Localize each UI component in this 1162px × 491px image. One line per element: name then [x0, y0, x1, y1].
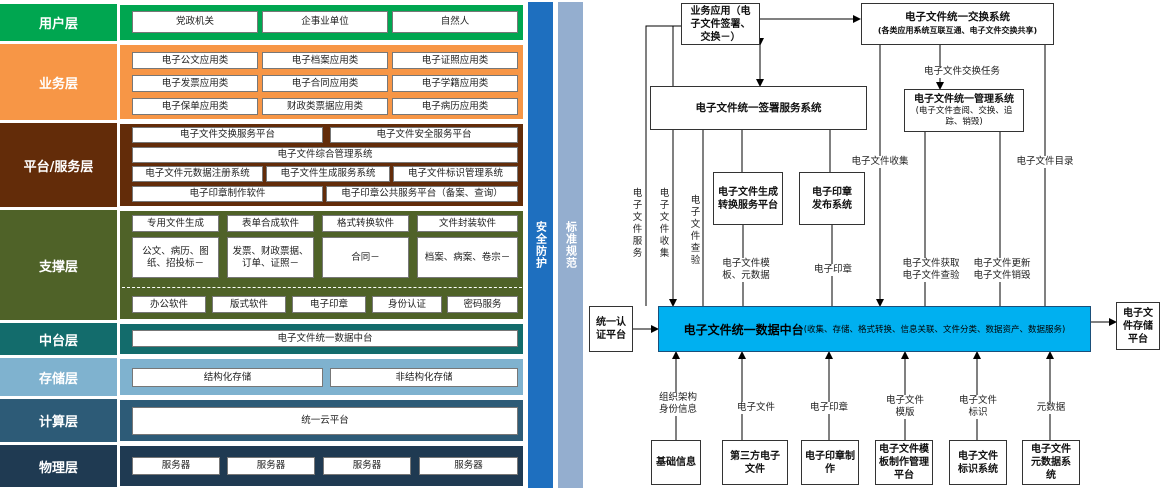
support-bottom-item: 版式软件	[212, 296, 286, 313]
storage-platform-box: 电子文件存储平台	[1116, 302, 1160, 350]
support-top-item: 专用文件生成	[132, 215, 219, 232]
update-destroy-label: 电子文件更新 电子文件销毁	[967, 258, 1037, 282]
support-top-item: 表单合成软件	[227, 215, 314, 232]
business-item: 电子学籍应用类	[392, 75, 518, 92]
compute-item: 统一云平台	[132, 407, 518, 435]
business-item: 电子公文应用类	[132, 52, 258, 69]
physical-item: 服务器	[132, 457, 220, 475]
business-item: 电子病历应用类	[392, 98, 518, 115]
support-bottom-item: 电子印章	[292, 296, 366, 313]
bottom-box: 电子文件标识系统	[949, 440, 1007, 485]
auth-platform-box: 统一认证平台	[589, 306, 633, 352]
storage-item: 非结构化存储	[330, 368, 518, 387]
platform-item: 电子文件元数据注册系统	[132, 166, 263, 182]
bottom-label: 元数据	[1030, 402, 1072, 414]
support-divider	[122, 287, 522, 288]
physical-item: 服务器	[419, 457, 518, 475]
collect-label: 电子文件收集	[845, 156, 915, 168]
layer-label-middle: 中台层	[0, 323, 117, 355]
physical-item: 服务器	[323, 457, 411, 475]
bottom-label: 电子文件模版	[882, 395, 928, 419]
support-top-item: 文件封装软件	[417, 215, 518, 232]
bottom-box: 电子印章制作	[801, 440, 859, 485]
data-hub-box: 电子文件统一数据中台 (收集、存储、格式转换、信息关联、文件分类、数据资产、数据…	[658, 306, 1091, 352]
business-item: 电子档案应用类	[262, 52, 388, 69]
tpl-meta-label: 电子文件模板、元数据	[718, 258, 774, 282]
platform-item: 电子文件综合管理系统	[132, 147, 518, 163]
layer-label-user: 用户层	[0, 4, 117, 41]
v-label-check: 电子文件查验	[690, 195, 701, 267]
bottom-label: 组织架构身份信息	[658, 392, 698, 416]
bottom-label: 电子文件	[732, 402, 780, 414]
layer-label-support: 支撑层	[0, 210, 117, 320]
v-label-service: 电子文件服务	[632, 188, 643, 260]
storage-item: 结构化存储	[132, 368, 323, 387]
physical-item: 服务器	[227, 457, 315, 475]
bottom-box: 基础信息	[651, 440, 701, 485]
bottom-box: 电子文件模板制作管理平台	[875, 440, 933, 485]
bottom-box: 电子文件元数据系统	[1022, 440, 1080, 485]
business-item: 电子发票应用类	[132, 75, 258, 92]
layer-label-physical: 物理层	[0, 445, 117, 487]
support-mid-item: 公文、病历、图纸、招投标－	[132, 237, 219, 278]
manage-sub: (电子文件查阅、交换、追踪、销毁)	[915, 106, 1013, 127]
platform-item: 电子文件标识管理系统	[393, 166, 518, 182]
layer-label-business: 业务层	[0, 44, 117, 120]
support-bottom-item: 办公软件	[132, 296, 206, 313]
bottom-label: 电子印章	[805, 402, 853, 414]
business-item: 电子保单应用类	[132, 98, 258, 115]
seal-publish-box: 电子印章发布系统	[799, 172, 865, 225]
layer-label-storage: 存储层	[0, 358, 117, 396]
manage-system-box: 电子文件统一管理系统 (电子文件查阅、交换、追踪、销毁)	[904, 89, 1024, 132]
platform-item: 电子文件安全服务平台	[330, 127, 518, 143]
seal-label: 电子印章	[808, 264, 858, 276]
platform-item: 电子印章制作软件	[132, 186, 323, 202]
layer-label-compute: 计算层	[0, 399, 117, 442]
exchange-system-box: 电子文件统一交换系统 (各类应用系统互联互通、电子文件交换共享)	[861, 3, 1054, 45]
user-item: 企事业单位	[262, 11, 388, 33]
catalog-label: 电子文件目录	[1010, 156, 1080, 168]
standard-bar: 标准规范	[558, 2, 583, 488]
biz-app-box: 业务应用（电子文件签署、交换－）	[681, 3, 760, 45]
platform-item: 电子印章公共服务平台（备案、查询）	[326, 186, 518, 202]
manage-title: 电子文件统一管理系统	[914, 94, 1014, 105]
business-item: 电子合同应用类	[262, 75, 388, 92]
support-mid-item: 发票、财政票据、订单、证照－	[227, 237, 314, 278]
v-label-collect: 电子文件收集	[659, 188, 670, 260]
user-item: 党政机关	[132, 11, 258, 33]
gen-platform-box: 电子文件生成转换服务平台	[713, 172, 783, 225]
business-item: 电子证照应用类	[392, 52, 518, 69]
get-check-label: 电子文件获取 电子文件查验	[895, 258, 967, 282]
hub-sub: (收集、存储、格式转换、信息关联、文件分类、数据资产、数据服务)	[803, 325, 1066, 335]
bottom-label: 电子文件标识	[955, 395, 1001, 419]
security-bar: 安全防护	[528, 2, 553, 488]
support-mid-item: 合同－	[322, 237, 409, 278]
layer-label-platform: 平台/服务层	[0, 123, 117, 207]
support-mid-item: 档案、病案、卷宗－	[417, 237, 518, 278]
exchange-sub: (各类应用系统互联互通、电子文件交换共享)	[877, 26, 1038, 35]
user-item: 自然人	[392, 11, 518, 33]
business-item: 财政类票据应用类	[262, 98, 388, 115]
exchange-task-label: 电子文件交换任务	[912, 66, 1012, 78]
platform-item: 电子文件生成服务系统	[266, 166, 390, 182]
support-bottom-item: 身份认证	[372, 296, 442, 313]
support-top-item: 格式转换软件	[322, 215, 409, 232]
bottom-box: 第三方电子文件	[722, 440, 788, 485]
support-bottom-item: 密码服务	[447, 296, 518, 313]
middle-item: 电子文件统一数据中台	[132, 330, 518, 347]
exchange-title: 电子文件统一交换系统	[905, 11, 1010, 23]
platform-item: 电子文件交换服务平台	[132, 127, 323, 143]
sign-service-box: 电子文件统一签署服务系统	[650, 86, 867, 130]
hub-title: 电子文件统一数据中台	[683, 322, 804, 337]
